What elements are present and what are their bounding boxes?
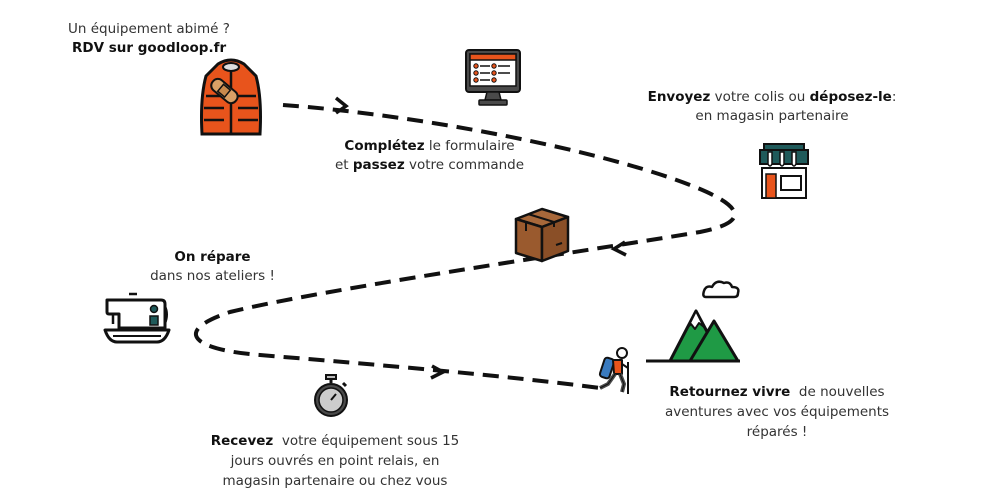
mountain-cloud-icon [646,280,740,363]
send-bold2: déposez-le [809,89,892,105]
adventure-line2: aventures avec vos équipements [664,404,890,420]
adventure-line3: réparés ! [746,424,808,440]
adventure-bold1: Retournez vivre [669,384,791,400]
receive-line3: magasin partenaire ou chez vous [222,473,448,489]
receive-rest1: votre équipement sous 15 [273,433,460,449]
form-rest2: votre commande [404,157,525,173]
step-form-text: Complétez le formulaire et passez votre … [322,137,537,175]
adventure-rest1: de nouvelles [790,384,885,400]
stopwatch-icon [314,374,348,417]
form-pre2: et [334,157,353,173]
step-repair-text: On répare dans nos ateliers ! [150,248,275,286]
send-bold1: Envoyez [647,89,711,105]
shop-icon [759,143,809,199]
jacket-bandage-icon [200,58,262,136]
send-mid1: votre colis ou [710,89,810,105]
step-adventure-text: Retournez vivre de nouvelles aventures a… [652,382,902,442]
damaged-line1: Un équipement abimé ? [68,21,230,37]
damaged-link-text: RDV sur goodloop.fr [72,40,227,56]
sewing-machine-icon [103,292,171,344]
receive-bold1: Recevez [210,433,274,449]
arrow-head-1 [334,96,349,115]
send-line2: en magasin partenaire [695,108,849,124]
arrow-head-2 [610,240,627,257]
repair-line2: dans nos ateliers ! [150,268,275,284]
form-bold1: Complétez [344,138,425,154]
receive-line2: jours ouvrés en point relais, en [230,453,440,469]
arrow-head-3 [430,364,447,380]
send-end1: : [891,89,897,105]
form-bold2: passez [352,157,405,173]
step-damaged-text: Un équipement abimé ? RDV sur goodloop.f… [68,20,230,58]
form-rest1: le formulaire [424,138,515,154]
step-send-text: Envoyez votre colis ou déposez-le: en ma… [632,88,912,126]
dashed-route [193,103,737,390]
hiker-icon [598,347,629,394]
cloud-icon [702,280,740,299]
repair-bold1: On répare [174,249,251,265]
parcel-box-icon [514,207,570,263]
step-receive-text: Recevez votre équipement sous 15 jours o… [195,431,475,491]
computer-form-icon [465,49,521,106]
